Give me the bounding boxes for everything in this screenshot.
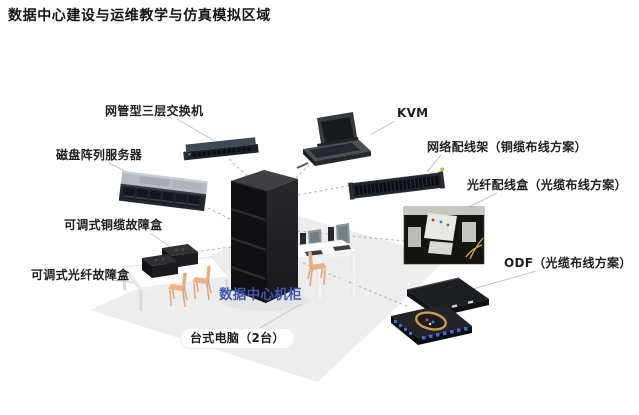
desktop-pc-desk [277, 223, 359, 301]
label-desktop-pc: 台式电脑（2台） [181, 329, 294, 349]
odf-device [391, 277, 489, 345]
label-fiber-fault-box: 可调式光纤故障盒 [31, 268, 130, 282]
disk-array-server-device [118, 170, 208, 212]
label-disk-array-server: 磁盘阵列服务器 [56, 148, 143, 162]
fiber-fault-box [142, 254, 178, 278]
label-switch: 网管型三层交换机 [105, 104, 204, 118]
patch-panel-device [348, 167, 445, 200]
page-title: 数据中心建设与运维教学与仿真模拟区域 [8, 8, 271, 24]
label-data-center-cabinet: 数据中心机柜 [219, 287, 302, 303]
pc-tower [328, 227, 334, 244]
label-copper-patch-panel: 网络配线架（铜缆布线方案） [427, 140, 587, 154]
label-copper-fault-box: 可调式铜缆故障盒 [64, 218, 163, 232]
kvm-device [296, 112, 371, 169]
fault-box-table [123, 244, 230, 311]
data-center-rack [230, 170, 298, 303]
label-odf: ODF（光缆布线方案） [504, 256, 632, 270]
label-fiber-patch-box: 光纤配线盒（光缆布线方案） [467, 178, 627, 192]
switch-device [183, 137, 259, 161]
label-kvm: KVM [397, 106, 429, 120]
pc-tower [300, 233, 306, 250]
fiber-patch-box-photo [403, 206, 485, 265]
